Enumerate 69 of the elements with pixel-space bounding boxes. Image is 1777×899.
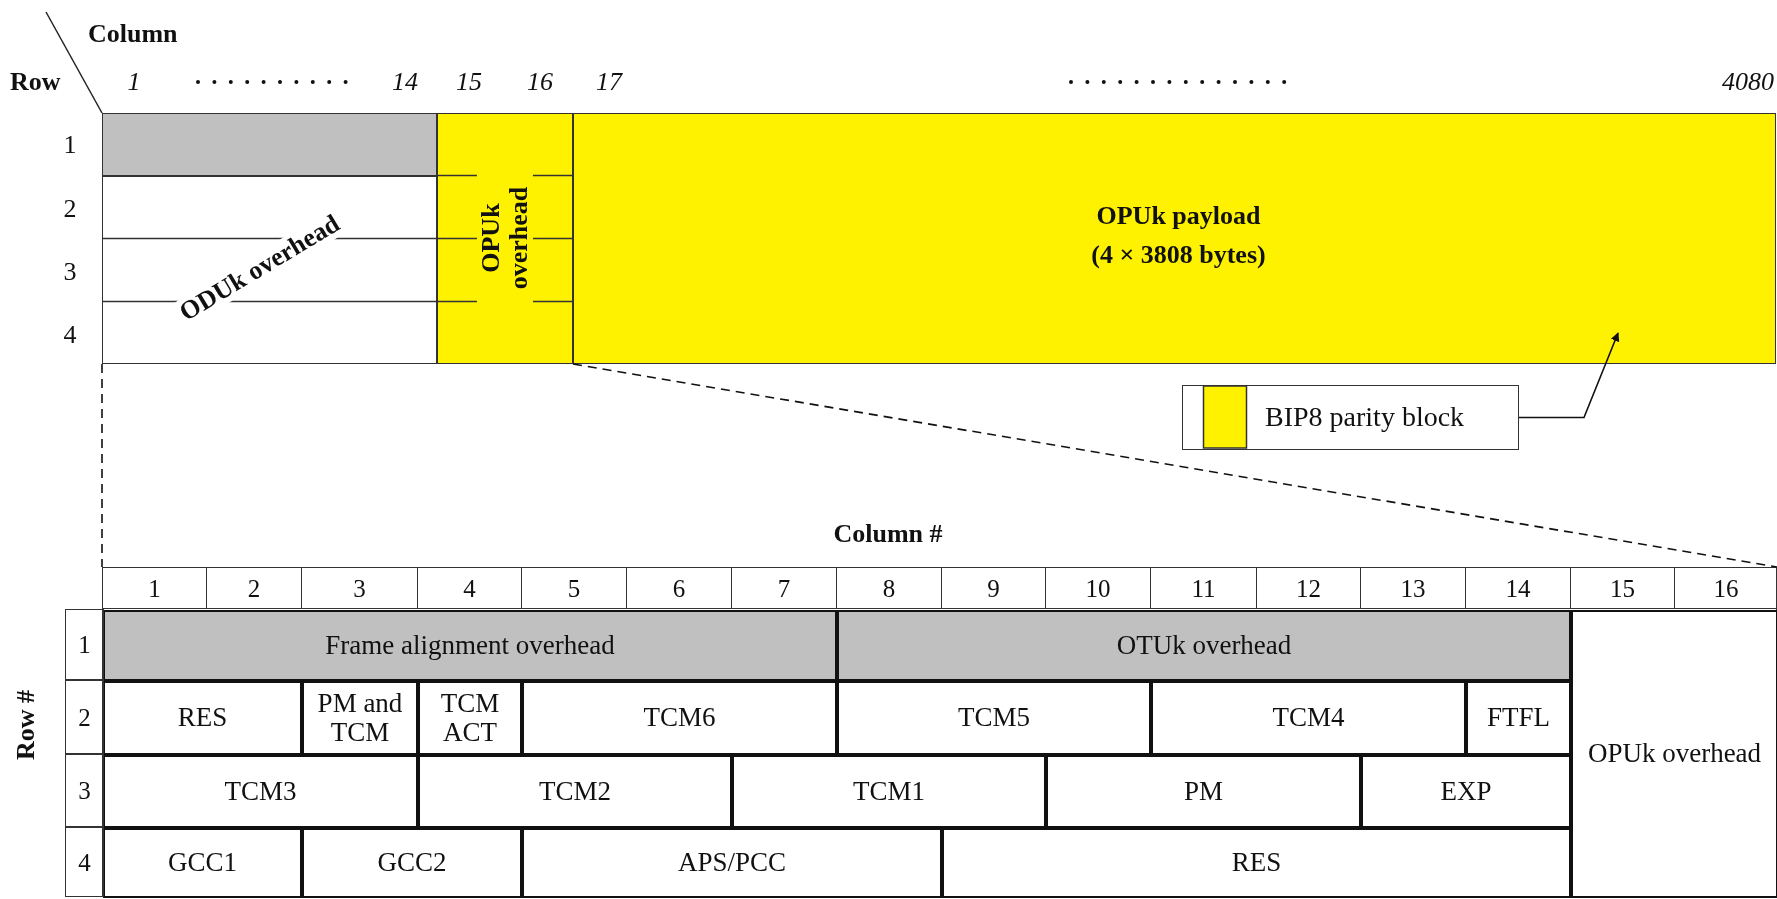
field-cell (1361, 755, 1571, 828)
row-number: 2 (62, 193, 78, 225)
column-number: 4080 (1721, 66, 1774, 98)
legend-box (1182, 385, 1519, 450)
field-name: TCM3 (224, 776, 297, 807)
field-cell (418, 681, 522, 755)
field-name: GCC2 (377, 848, 447, 878)
field-name: TCM2 (539, 776, 611, 807)
field-name: RES (177, 703, 228, 733)
field-name: GCC1 (168, 848, 237, 878)
field-name: OPUk overhead (1587, 739, 1762, 769)
field-name: RES (1231, 848, 1282, 878)
overhead-column (437, 113, 573, 364)
projection-line (572, 363, 1777, 568)
field-cell (302, 681, 418, 755)
region-title: OPUk payload (1096, 199, 1261, 232)
field-name: TCM6 (643, 703, 716, 733)
field-cell (1046, 755, 1361, 828)
field-cell (302, 828, 522, 898)
field-cell (103, 755, 418, 828)
field-cell (522, 828, 942, 898)
axis-title: Row (10, 66, 62, 98)
axis-title: Row # (10, 688, 41, 763)
projection-line (101, 363, 103, 568)
row-number: 1 (62, 129, 78, 161)
field-name: TCM ACT (439, 688, 501, 748)
field-cell (522, 681, 837, 755)
field-cell (732, 755, 1046, 828)
region-title: OPUk overhead (476, 173, 534, 304)
table-frame (102, 567, 1777, 897)
field-name: PM and TCM (316, 688, 404, 748)
field-name: EXP (1440, 776, 1492, 807)
row-number-cell: 2 (65, 680, 104, 754)
field-name: PM (1184, 776, 1223, 807)
field-cell (103, 681, 302, 755)
row-number-cell: 4 (65, 827, 104, 897)
field-name: TCM5 (958, 703, 1030, 733)
column-number: 15 (455, 66, 483, 98)
arrow (1518, 332, 1620, 419)
field-cell (103, 610, 837, 681)
overhead-block (102, 113, 437, 176)
row-number: 3 (62, 256, 78, 288)
field-name: TCM1 (853, 776, 925, 807)
field-cell (1571, 610, 1777, 898)
field-cell (103, 828, 302, 898)
column-number: 14 (391, 66, 419, 98)
field-name: Frame alignment overhead (325, 630, 615, 661)
field-cell (942, 828, 1571, 898)
field-name: TCM4 (1272, 703, 1345, 733)
field-name: FTFL (1487, 703, 1550, 733)
column-number: 1 (126, 66, 142, 98)
field-cell (837, 610, 1571, 681)
axis-title: Column (88, 18, 179, 50)
column-number: 16 (526, 66, 554, 98)
legend-text: BIP8 parity block (1265, 402, 1465, 433)
region-title: (4 × 3808 bytes) (1091, 238, 1266, 271)
field-name: OTUk overhead (1116, 630, 1292, 661)
payload-region (573, 113, 1776, 364)
column-number: 17 (595, 66, 624, 98)
field-cell (1151, 681, 1466, 755)
row-number: 4 (62, 319, 78, 351)
overhead-region (102, 176, 437, 364)
field-cell (418, 755, 732, 828)
row-number-cell: 1 (65, 609, 104, 680)
field-name: APS/PCC (677, 848, 787, 878)
field-cell (1466, 681, 1571, 755)
row-number-cell: 3 (65, 754, 104, 827)
axis-title: Column # (832, 518, 944, 550)
field-cell (837, 681, 1151, 755)
